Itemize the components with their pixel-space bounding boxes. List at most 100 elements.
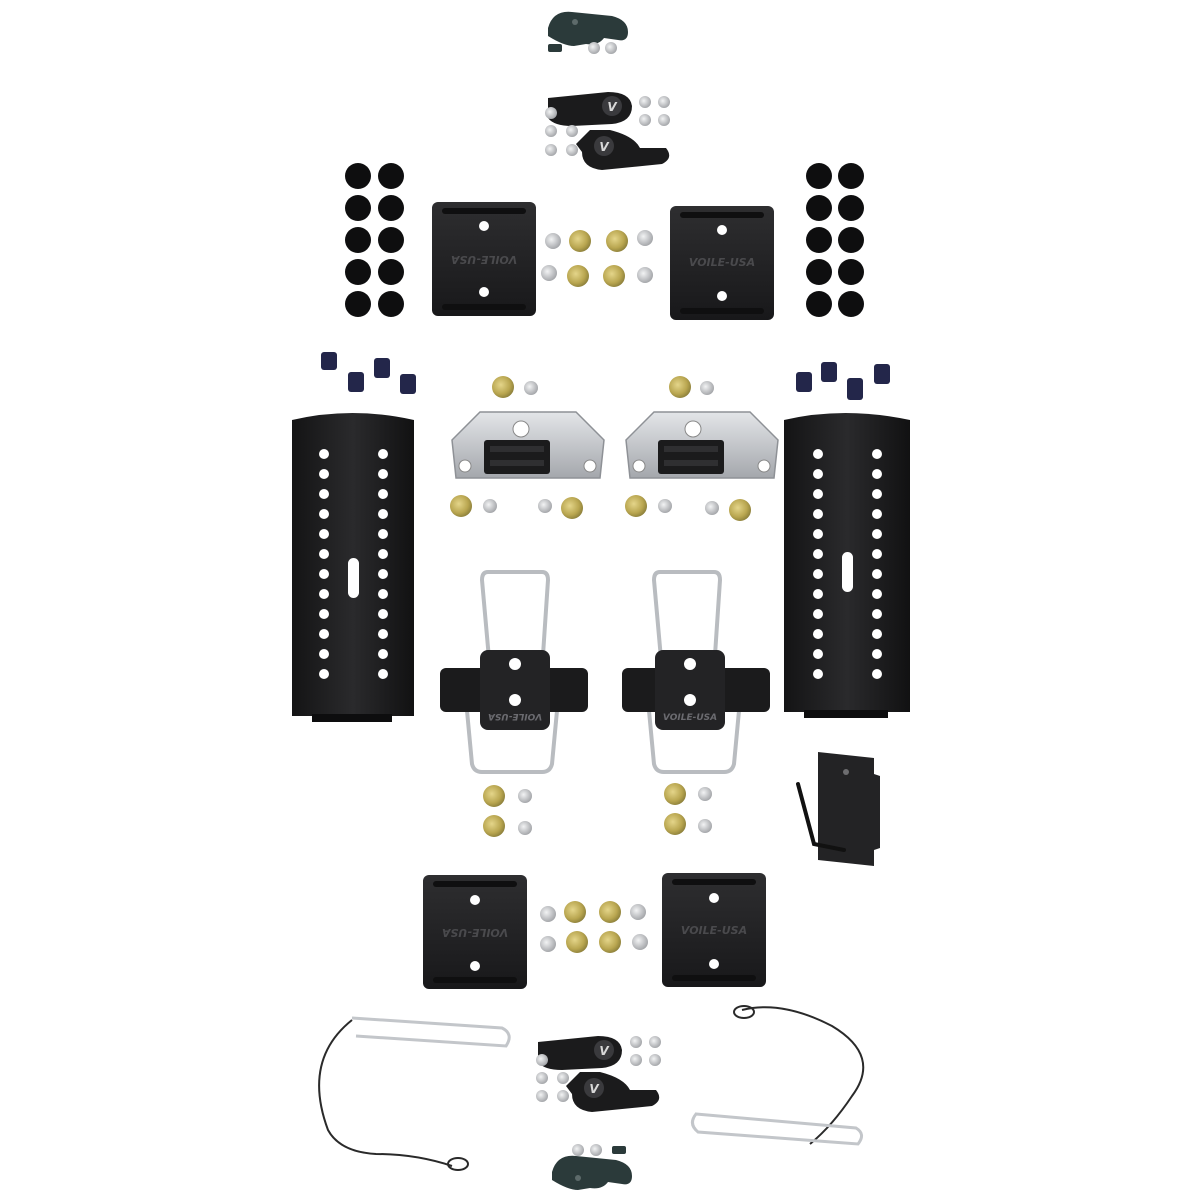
screw-group: [545, 96, 670, 156]
t-nut-icon: [599, 901, 621, 923]
screw-icon: [639, 96, 651, 108]
puck-logo: VOILE-USA: [451, 253, 517, 266]
heel-bail-right: VOILE-USA: [622, 570, 770, 774]
heel-lock-icon: [566, 1072, 660, 1112]
rubber-pad-icon: [806, 227, 832, 253]
shim-and-key: [796, 752, 880, 866]
t-nut-icon: [483, 815, 505, 837]
screw-icon: [545, 233, 561, 249]
rubber-pad-icon: [838, 227, 864, 253]
t-nut-icon: [664, 813, 686, 835]
t-nut-icon: [566, 931, 588, 953]
heel-bail-left: VOILE-USA: [440, 570, 588, 774]
screw-icon: [630, 1054, 642, 1066]
screw-icon: [540, 906, 556, 922]
screw-icon: [590, 1144, 602, 1156]
puck-plate-icon: [670, 206, 774, 320]
small-clip-icon: [612, 1146, 626, 1154]
rubber-pad-icon: [378, 195, 404, 221]
rubber-pad-icon: [345, 163, 371, 189]
rubber-pads-right: [806, 163, 864, 317]
puck-bottom-right: VOILE-USA: [662, 873, 766, 987]
screw-icon: [698, 787, 712, 801]
screw-icon: [540, 936, 556, 952]
t-nut-icon: [664, 783, 686, 805]
screw-icon: [637, 267, 653, 283]
t-nut-icon: [606, 230, 628, 252]
puck-plate-icon: [423, 875, 527, 989]
puck-plate-icon: [432, 202, 536, 316]
screw-icon: [572, 1144, 584, 1156]
hook-logo: V: [607, 100, 618, 114]
screw-icon: [545, 125, 557, 137]
screw-icon: [630, 1036, 642, 1048]
t-nut-icon: [564, 901, 586, 923]
t-nut-icon: [450, 495, 472, 517]
screw-icon: [649, 1036, 661, 1048]
screw-icon: [536, 1090, 548, 1102]
rubber-pad-icon: [806, 195, 832, 221]
bail-hardware: [483, 783, 712, 837]
t-nut-icon: [669, 376, 691, 398]
slider-track-right: [784, 413, 910, 718]
screw-icon: [566, 144, 578, 156]
wire-bail-icon: [651, 570, 723, 671]
screw-icon: [658, 499, 672, 513]
bail-logo: VOILE-USA: [663, 713, 717, 723]
leash-cable-icon: [741, 1006, 865, 1145]
hook-latch-icon: [552, 1155, 632, 1190]
t-nut-icon: [567, 265, 589, 287]
slider-track-left: [292, 413, 414, 722]
navy-clips-right: [796, 362, 890, 400]
screw-icon: [518, 821, 532, 835]
allen-key-icon: [796, 782, 846, 852]
puck-logo: VOILE-USA: [442, 926, 508, 939]
leash-cable-icon: [318, 1019, 453, 1167]
heel-lock-hooks-bottom: V V: [536, 1036, 661, 1112]
screw-icon: [658, 96, 670, 108]
puck-hardware-top: [541, 230, 653, 287]
shim-plate-icon: [818, 752, 880, 866]
rubber-pad-icon: [838, 259, 864, 285]
screw-icon: [483, 499, 497, 513]
heel-lock-icon: [576, 130, 670, 170]
rubber-pad-icon: [378, 259, 404, 285]
rubber-pad-icon: [838, 195, 864, 221]
screw-icon: [536, 1072, 548, 1084]
small-clip-icon: [548, 44, 562, 52]
bail-logo: VOILE-USA: [488, 711, 542, 721]
rubber-pad-icon: [378, 163, 404, 189]
rubber-pad-icon: [345, 259, 371, 285]
screw-icon: [518, 789, 532, 803]
t-nut-icon: [569, 230, 591, 252]
t-nut-icon: [561, 497, 583, 519]
t-nut-icon: [625, 495, 647, 517]
screw-icon: [637, 230, 653, 246]
screw-icon: [698, 819, 712, 833]
t-nut-icon: [492, 376, 514, 398]
bottom-hook-latch: [552, 1144, 632, 1190]
toe-clip-right: [625, 376, 779, 521]
puck-top-right: VOILE-USA: [670, 206, 774, 320]
wire-bail-icon: [479, 570, 551, 671]
screw-icon: [630, 904, 646, 920]
rubber-pad-icon: [838, 163, 864, 189]
rubber-pad-icon: [838, 291, 864, 317]
t-nut-icon: [599, 931, 621, 953]
screw-icon: [632, 934, 648, 950]
puck-hardware-bottom: [540, 901, 648, 953]
screw-icon: [541, 265, 557, 281]
puck-bottom-left: VOILE-USA: [423, 875, 527, 989]
screw-icon: [605, 42, 617, 54]
screw-icon: [536, 1054, 548, 1066]
toe-clip-left: [450, 376, 605, 519]
rubber-pad-icon: [378, 291, 404, 317]
rubber-pad-icon: [345, 227, 371, 253]
rubber-pad-icon: [345, 195, 371, 221]
screw-icon: [649, 1054, 661, 1066]
screw-icon: [538, 499, 552, 513]
t-nut-icon: [483, 785, 505, 807]
screw-icon: [588, 42, 600, 54]
puck-logo: VOILE-USA: [689, 256, 755, 269]
rubber-pad-icon: [806, 259, 832, 285]
